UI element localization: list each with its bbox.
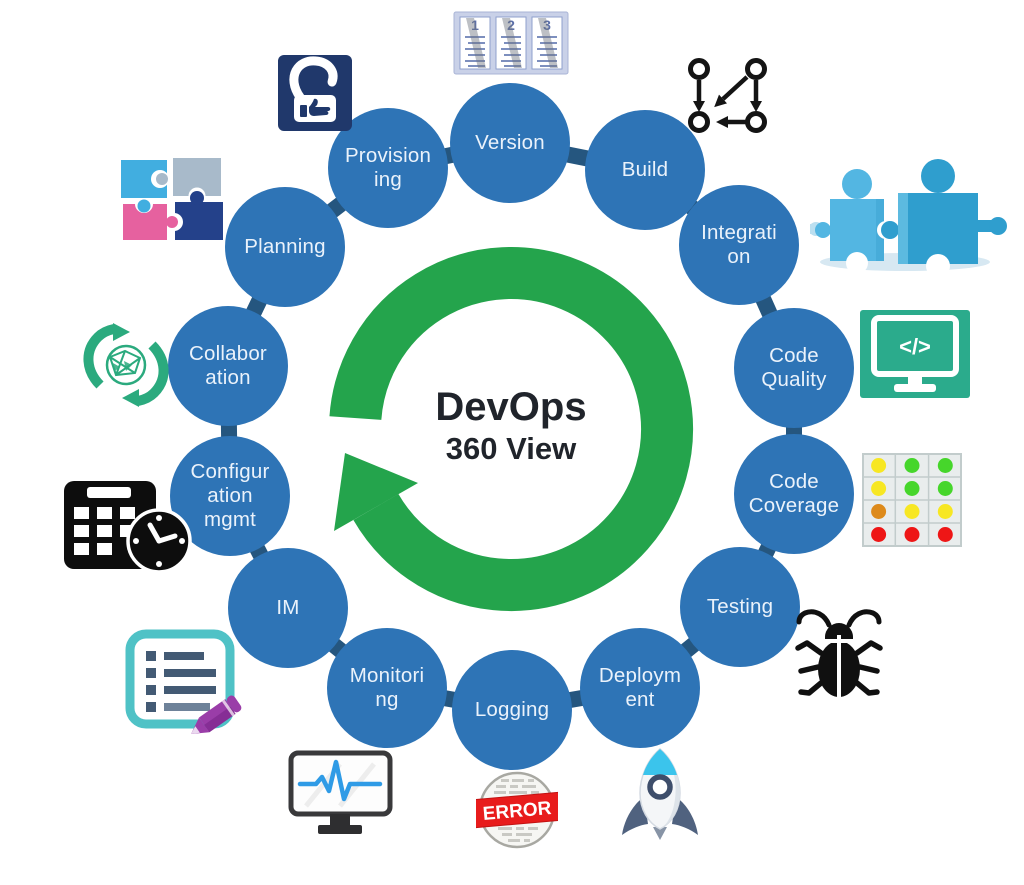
configuration-calendar-clock-icon (64, 481, 192, 574)
deployment-rocket-icon (622, 748, 698, 840)
collaboration-globe-icon (83, 323, 169, 407)
node-code-coverage: Code Coverage (734, 434, 854, 554)
svg-text:1: 1 (471, 17, 479, 33)
node-version: Version (450, 83, 570, 203)
testing-bug-icon (795, 609, 883, 697)
svg-text:</>: </> (899, 334, 931, 359)
build-graph-icon (688, 58, 767, 133)
monitoring-pulse-icon (288, 750, 393, 834)
node-monitoring: Monitori ng (327, 628, 447, 748)
version-list-icon: 1 2 3 (453, 11, 569, 75)
node-build: Build (585, 110, 705, 230)
node-testing: Testing (680, 547, 800, 667)
integration-puzzle-icon (810, 159, 1007, 274)
diagram-title: DevOps 360 View (361, 386, 661, 467)
title-line1: DevOps (435, 385, 587, 429)
svg-text:3: 3 (543, 17, 551, 33)
svg-text:2: 2 (507, 17, 515, 33)
node-logging: Logging (452, 650, 572, 770)
logging-error-icon: ERROR (476, 771, 558, 849)
im-notes-icon (125, 629, 242, 735)
provisioning-lock-icon (278, 55, 352, 131)
node-collaboration: Collabor ation (168, 306, 288, 426)
code-quality-monitor-icon: </> (860, 310, 970, 398)
planning-puzzle-icon (121, 158, 223, 240)
node-code-quality: Code Quality (734, 308, 854, 428)
node-im: IM (228, 548, 348, 668)
title-line2: 360 View (445, 431, 577, 466)
code-coverage-grid-icon (862, 453, 962, 547)
node-planning: Planning (225, 187, 345, 307)
node-integration: Integrati on (679, 185, 799, 305)
node-deployment: Deploym ent (580, 628, 700, 748)
